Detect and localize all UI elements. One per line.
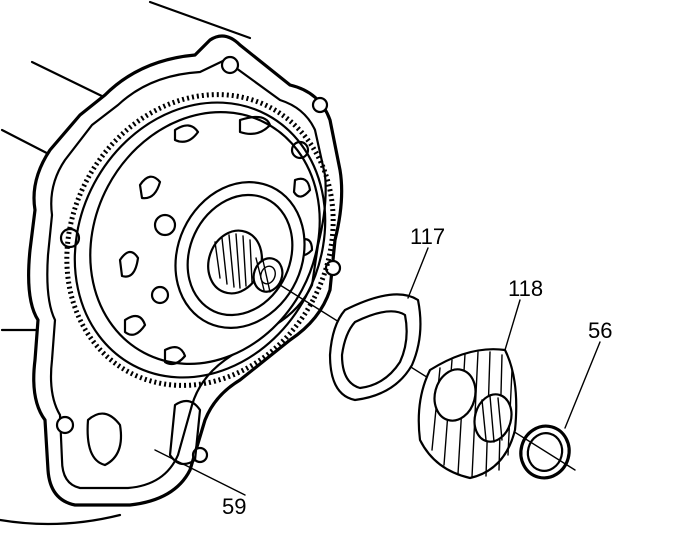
callout-59: 59 [222, 494, 246, 519]
callout-117: 117 [410, 224, 445, 249]
bevel-gear-118 [417, 348, 518, 480]
leader-lines [154, 247, 601, 496]
thrust-washer-117 [328, 293, 422, 402]
callout-118: 118 [508, 276, 543, 301]
callout-56: 56 [588, 318, 612, 343]
snap-ring-56 [519, 424, 571, 480]
output-shaft [207, 229, 284, 295]
carrier-plate [118, 115, 314, 366]
housing-outline [0, 0, 252, 526]
